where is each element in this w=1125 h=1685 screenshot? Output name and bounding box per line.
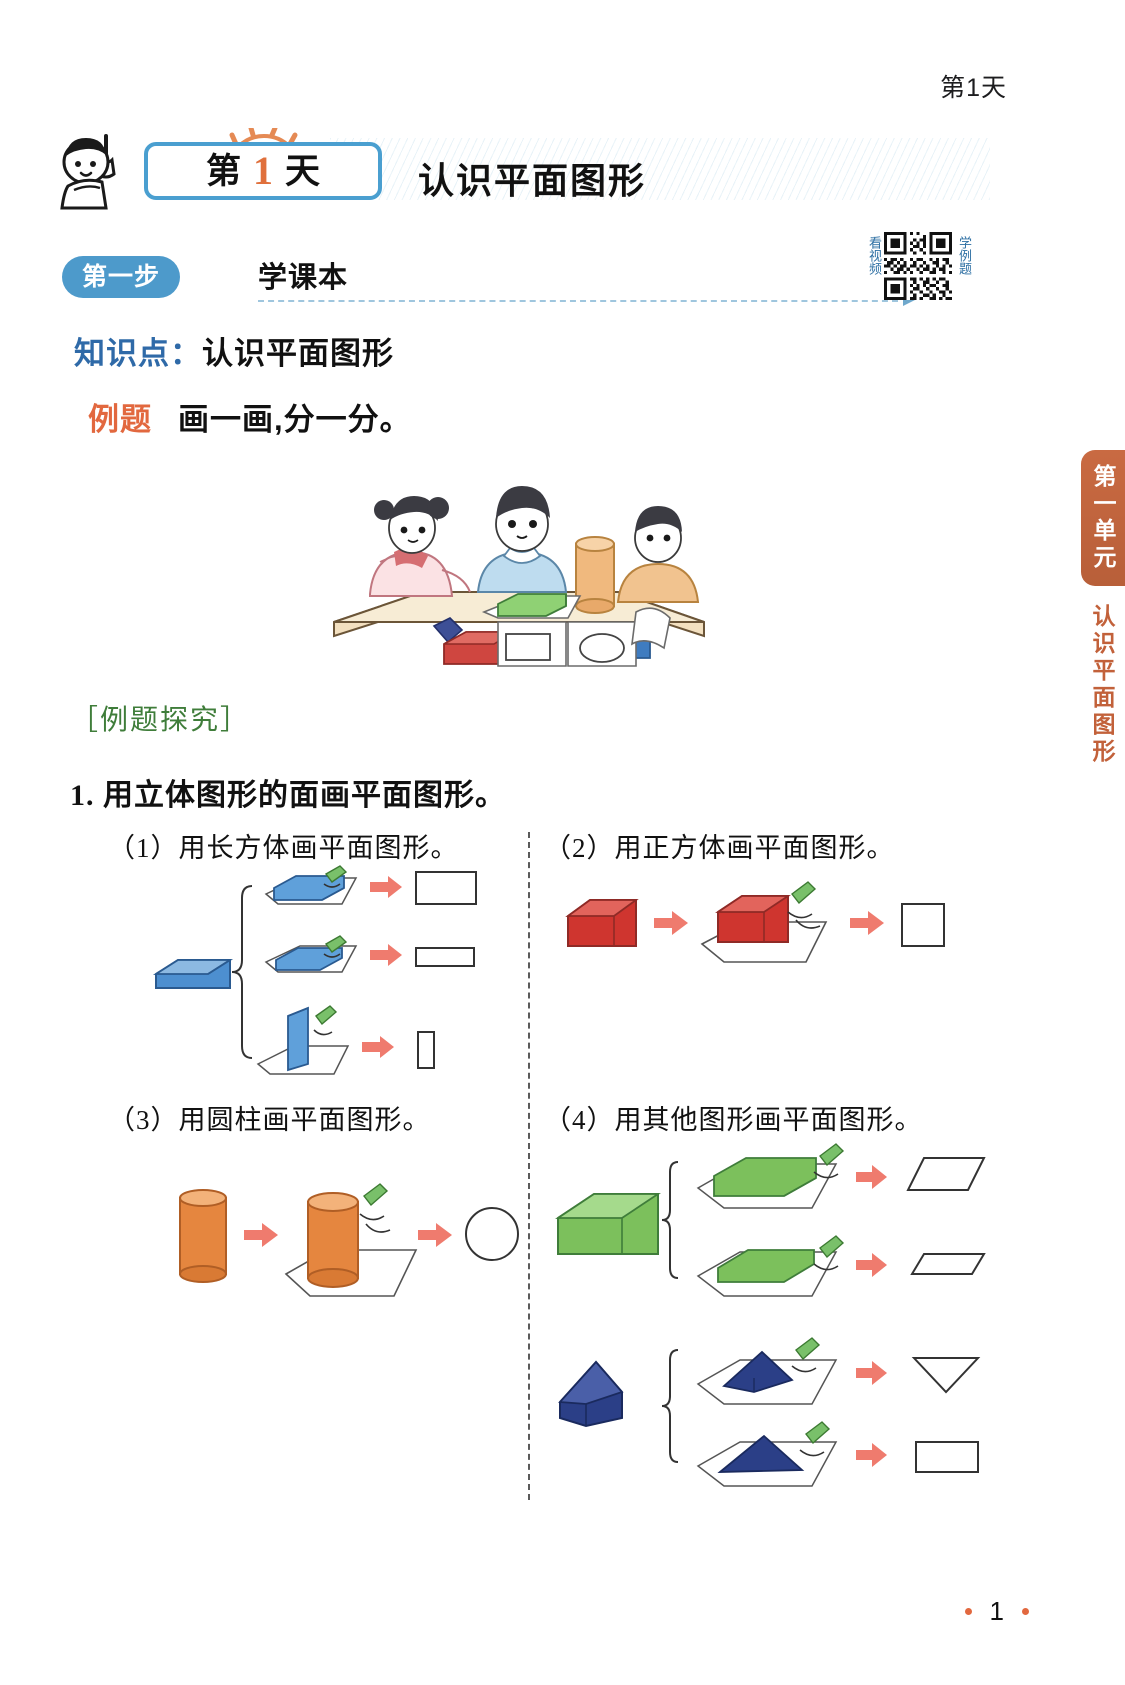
subsection-4-diagram bbox=[548, 1142, 1018, 1492]
day-suffix: 天 bbox=[285, 151, 321, 191]
qr-code-image[interactable] bbox=[884, 232, 952, 300]
blue-triangular-prism-solid bbox=[558, 1360, 624, 1428]
subsection-3-label: （3）用圆柱画平面图形。 bbox=[108, 1105, 431, 1135]
day-badge-box: 第 1 天 bbox=[144, 142, 382, 200]
cube-solid bbox=[565, 899, 639, 947]
knowledge-point-label: 知识点： bbox=[74, 336, 202, 371]
example-text: 画一画,分一分。 bbox=[178, 402, 412, 437]
qr-code-block[interactable]: 看视频 bbox=[862, 232, 972, 318]
footer-dot-left-icon bbox=[964, 1608, 972, 1615]
running-head: 第1天 bbox=[940, 74, 1007, 102]
example-row: 例题画一画,分一分。 bbox=[88, 398, 412, 442]
question-number: 1. bbox=[70, 779, 95, 812]
subsections-grid: （1）用长方体画平面图形。 （2）用正方体画平面图形。 （3）用圆柱画平面图形。… bbox=[88, 826, 1038, 1526]
knowledge-point-row: 知识点：认识平面图形 bbox=[74, 332, 394, 376]
qr-left-label: 看视频 bbox=[867, 236, 882, 275]
boy-raising-hand-icon bbox=[60, 126, 158, 212]
cylinder-solid bbox=[179, 1189, 227, 1283]
example-illustration bbox=[318, 466, 718, 678]
day-badge: 第 1 天 bbox=[60, 122, 662, 214]
footer-dot-right-icon bbox=[1022, 1608, 1029, 1615]
question-heading: 1. 用立体图形的面画平面图形。 bbox=[70, 770, 506, 814]
explore-label: ［例题探究］ bbox=[70, 704, 251, 735]
green-prism-solid bbox=[555, 1193, 661, 1255]
page-title: 认识平面图形 bbox=[418, 160, 647, 201]
cuboid-solid bbox=[152, 959, 234, 989]
knowledge-point-value: 认识平面图形 bbox=[202, 336, 394, 371]
step-label: 学课本 bbox=[258, 262, 349, 294]
question-text: 用立体图形的面画平面图形。 bbox=[103, 779, 506, 812]
day-prefix: 第 bbox=[205, 151, 241, 191]
subsection-2-label: （2）用正方体画平面图形。 bbox=[544, 833, 895, 863]
subsection-2-diagram bbox=[558, 870, 1008, 1040]
side-tab-unit: 第一单元 bbox=[1081, 450, 1125, 586]
step-divider bbox=[258, 300, 898, 302]
side-tab-unit-label: 第一单元 bbox=[1090, 464, 1116, 572]
page-number: 1 bbox=[989, 1596, 1004, 1626]
side-tab-topic: 认识平面图形 bbox=[1089, 604, 1115, 766]
subsection-1-diagram bbox=[148, 865, 518, 1092]
page-footer: 1 bbox=[0, 1596, 1125, 1627]
vertical-divider bbox=[528, 832, 530, 1500]
example-tag: 例题 bbox=[88, 402, 152, 437]
subsection-4-label: （4）用其他图形画平面图形。 bbox=[544, 1105, 923, 1135]
step-section-header: 第一步 学课本 bbox=[62, 256, 1062, 306]
day-number: 1 bbox=[253, 148, 273, 193]
subsection-1-label: （1）用长方体画平面图形。 bbox=[108, 833, 459, 863]
qr-right-label: 学例题 bbox=[957, 236, 972, 275]
step-pill: 第一步 bbox=[62, 256, 181, 298]
subsection-3-diagram bbox=[168, 1156, 538, 1326]
